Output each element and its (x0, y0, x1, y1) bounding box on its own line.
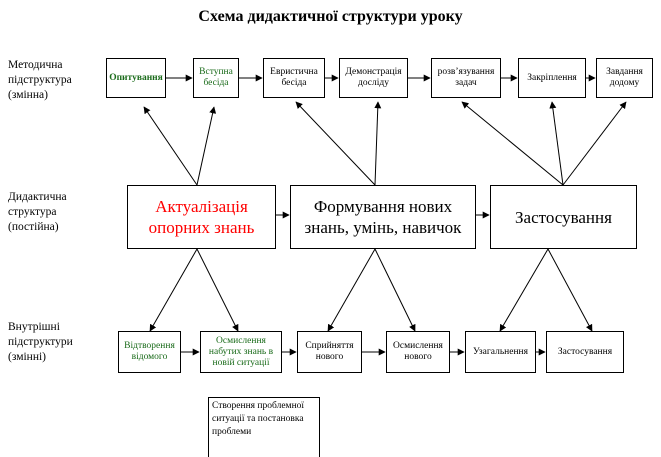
internal-box-5: Узагальнення (465, 331, 536, 373)
method-box-4: Демонстрація досліду (339, 58, 408, 98)
method-box-5: розв’язування задач (431, 58, 501, 98)
row-label-line: Внутрішні (8, 321, 60, 333)
row-label-internal: Внутрішні підструктури (змінні) (8, 320, 73, 365)
method-box-6: Закріплення (518, 58, 586, 98)
internal-box-label: Осмислення набутих знань в новій ситуаці… (208, 335, 274, 368)
method-box-1: Опитування (106, 58, 166, 98)
row-label-line: Методична (8, 59, 63, 71)
internal-box-2: Осмислення набутих знань в новій ситуаці… (200, 331, 282, 373)
internal-box-1: Відтворення відомого (118, 331, 181, 373)
row-label-line: (змінні) (8, 351, 47, 363)
row-label-line: (змінна) (8, 89, 48, 101)
arrow-up-2a (295, 101, 376, 186)
method-box-label: Демонстрація досліду (345, 67, 402, 88)
method-box-2: Вступна бесіда (193, 58, 239, 98)
arrow-up-3a (461, 101, 564, 186)
method-box-label: Вступна бесіда (199, 67, 233, 88)
arrow-down-3b (547, 248, 593, 332)
method-box-label: Опитування (109, 72, 163, 83)
internal-box-label: Відтворення відомого (124, 341, 175, 362)
arrow-down-3a (499, 248, 549, 332)
row-label-didactic: Дидактична структура (постійна) (8, 190, 67, 235)
internal-box-label: Застосування (557, 346, 613, 357)
arrow-up-2b (374, 101, 382, 186)
problem-situation-label: Створення проблемної ситуації та постано… (212, 401, 305, 437)
internal-box-3: Сприйняття нового (297, 331, 362, 373)
row-label-line: структура (8, 206, 57, 218)
didactic-box-2: Формування нових знань, умінь, навичок (290, 185, 476, 249)
internal-box-4: Осмислення нового (386, 331, 450, 373)
row-label-line: Дидактична (8, 191, 67, 203)
arrow-down-2a (327, 248, 376, 332)
diagram-title: Схема дидактичної структури уроку (198, 8, 463, 25)
row-label-line: підструктури (8, 336, 73, 348)
didactic-box-1: Актуалізація опорних знань (127, 185, 276, 249)
internal-box-label: Осмислення нового (393, 341, 443, 362)
arrow-down-2b (374, 248, 416, 332)
row-label-methodical: Методична підструктура (змінна) (8, 58, 72, 103)
row-label-line: підструктура (8, 74, 72, 86)
arrow-down-1a (149, 248, 198, 332)
method-box-label: Завдання додому (606, 67, 643, 88)
method-box-label: розв’язування задач (437, 67, 495, 88)
internal-box-label: Сприйняття нового (305, 341, 354, 362)
arrow-up-3b (549, 101, 564, 186)
arrow-up-1b (196, 106, 217, 186)
arrow-up-1a (143, 106, 198, 186)
didactic-box-label: Формування нових знань, умінь, навичок (304, 197, 462, 237)
arrow-up-3c (562, 101, 627, 186)
didactic-box-label: Актуалізація опорних знань (148, 197, 255, 237)
problem-situation-box: Створення проблемної ситуації та постано… (208, 397, 320, 457)
method-box-label: Закріплення (527, 72, 577, 83)
internal-box-6: Застосування (546, 331, 624, 373)
method-box-3: Евристична бесіда (263, 58, 325, 98)
internal-box-label: Узагальнення (473, 346, 528, 357)
method-box-label: Евристична бесіда (270, 67, 318, 88)
method-box-7: Завдання додому (596, 58, 653, 98)
didactic-box-label: Застосування (515, 207, 612, 227)
didactic-box-3: Застосування (490, 185, 637, 249)
row-label-line: (постійна) (8, 221, 59, 233)
arrow-down-1b (196, 248, 239, 332)
